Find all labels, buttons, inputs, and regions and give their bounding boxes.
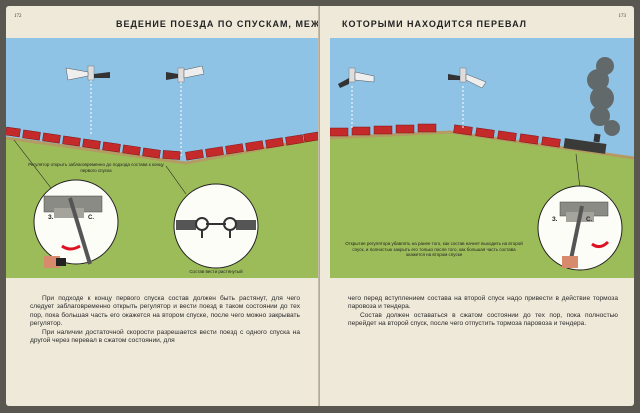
left-scene [6, 38, 320, 278]
right-page-number: 173 [618, 14, 627, 19]
right-paragraph-2: Состав должен оставаться в сжатом состоя… [348, 311, 618, 328]
right-callout-regulator: Открытие регулятора убавлять на ранее то… [345, 241, 523, 257]
locomotive [563, 133, 607, 154]
left-callout-train: Состав вести растянутый [189, 269, 243, 274]
right-page: 173 КОТОРЫМИ НАХОДИТСЯ ПЕРЕВАЛ [320, 6, 634, 406]
right-signal-1 [338, 67, 375, 128]
right-body-text: чего перед вступлением состава на второй… [348, 295, 618, 329]
right-illustration: Открытие регулятора убавлять на ранее то… [330, 38, 634, 278]
left-regulator-dial [33, 179, 119, 268]
left-train [6, 126, 320, 161]
left-callout-regulator: Регулятор открыть заблаговременно до под… [28, 162, 164, 173]
left-coupler-dial [173, 183, 259, 269]
right-paragraph-1: чего перед вступлением состава на второй… [348, 295, 618, 311]
left-signal-1 [65, 65, 110, 134]
right-signal-2 [448, 67, 487, 130]
left-page: 172 ВЕДЕНИЕ ПОЕЗДА ПО СПУСКАМ, МЕЖДУ [6, 6, 320, 406]
right-scene [330, 38, 634, 278]
left-dial-label-b: С. [88, 215, 94, 221]
left-dial-label-a: З. [48, 215, 54, 221]
left-illustration: Регулятор открыть заблаговременно до под… [6, 38, 320, 278]
left-page-number: 172 [14, 14, 22, 19]
right-page-heading: КОТОРЫМИ НАХОДИТСЯ ПЕРЕВАЛ [342, 19, 527, 29]
left-signal-2 [166, 65, 205, 156]
left-page-heading: ВЕДЕНИЕ ПОЕЗДА ПО СПУСКАМ, МЕЖДУ [116, 19, 320, 29]
right-train [330, 123, 561, 148]
right-dial-label-b: С. [586, 217, 592, 223]
left-body-text: При подходе к концу первого спуска соста… [30, 295, 300, 345]
right-regulator-dial [537, 185, 623, 271]
left-paragraph-2: При наличии достаточной скорости разреша… [30, 328, 300, 345]
left-paragraph-1: При подходе к концу первого спуска соста… [30, 295, 300, 328]
locomotive-smoke [587, 57, 620, 136]
right-dial-label-a: З. [552, 217, 558, 223]
